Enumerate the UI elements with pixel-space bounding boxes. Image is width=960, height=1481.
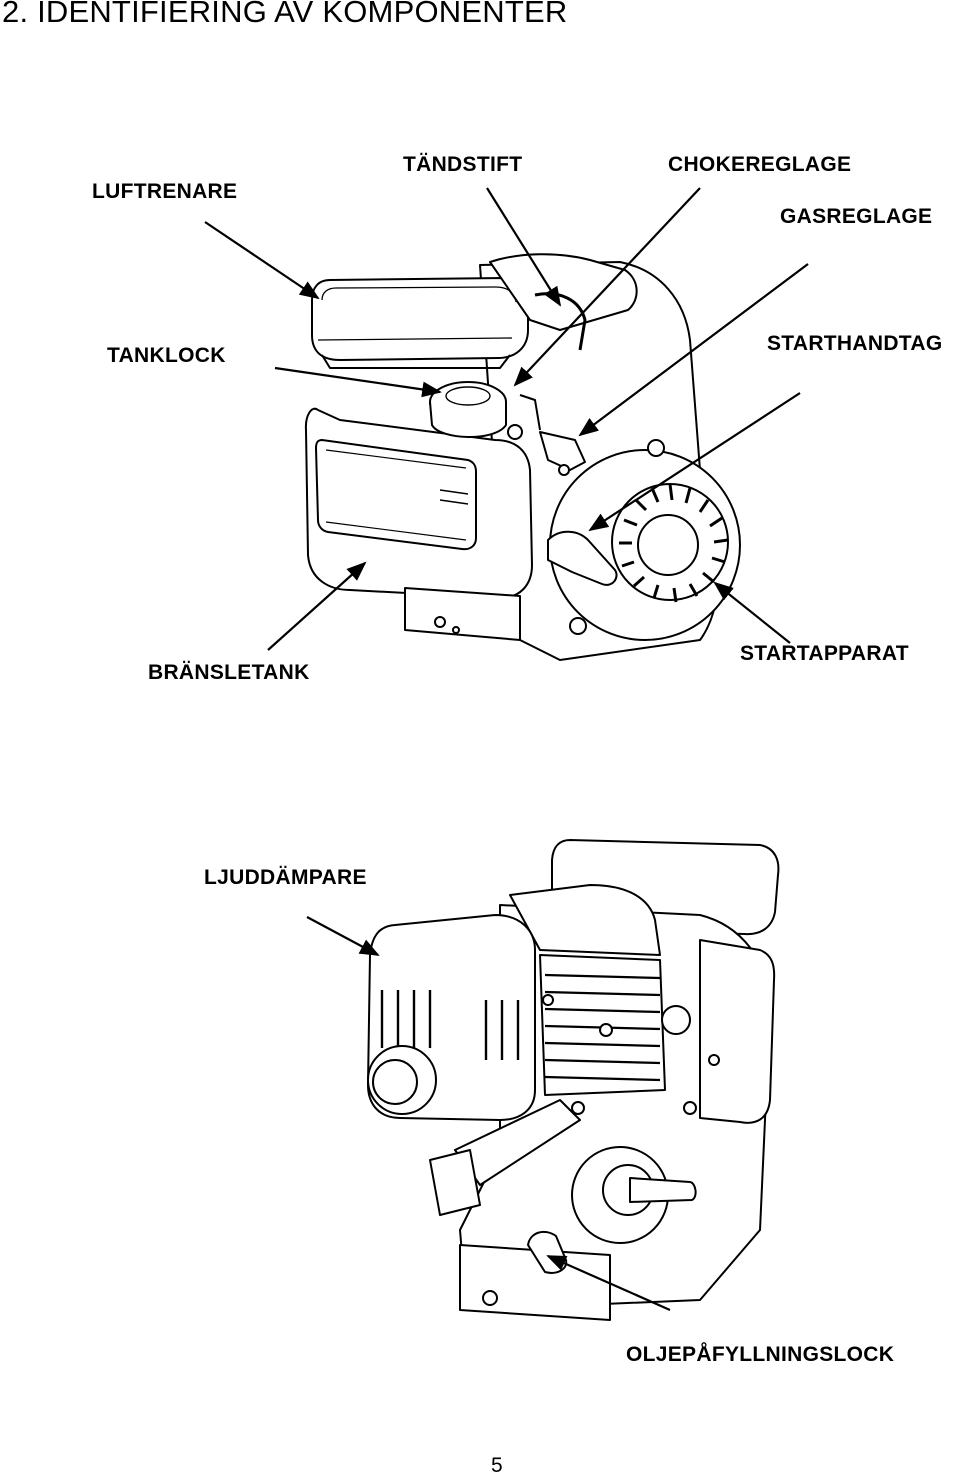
label-startapparat: STARTAPPARAT — [740, 642, 909, 665]
label-oljepafyllningslock: OLJEPÅFYLLNINGSLOCK — [626, 1343, 895, 1366]
label-tandstift: TÄNDSTIFT — [403, 153, 523, 176]
page-number: 5 — [491, 1454, 503, 1477]
page-title: 2. IDENTIFIERING AV KOMPONENTER — [2, 0, 568, 29]
engine-rear-illustration — [367, 839, 780, 1321]
label-starthandtag: STARTHANDTAG — [767, 332, 943, 355]
label-bransletank: BRÄNSLETANK — [148, 661, 310, 684]
label-luftrenare: LUFTRENARE — [92, 180, 238, 203]
label-tanklock: TANKLOCK — [107, 344, 226, 367]
label-gasreglage: GASREGLAGE — [780, 205, 933, 228]
label-ljuddampare: LJUDDÄMPARE — [204, 866, 367, 889]
engine-front-illustration — [304, 253, 741, 661]
label-chokereglage: CHOKEREGLAGE — [668, 153, 852, 176]
leader-lines — [204, 187, 809, 1312]
